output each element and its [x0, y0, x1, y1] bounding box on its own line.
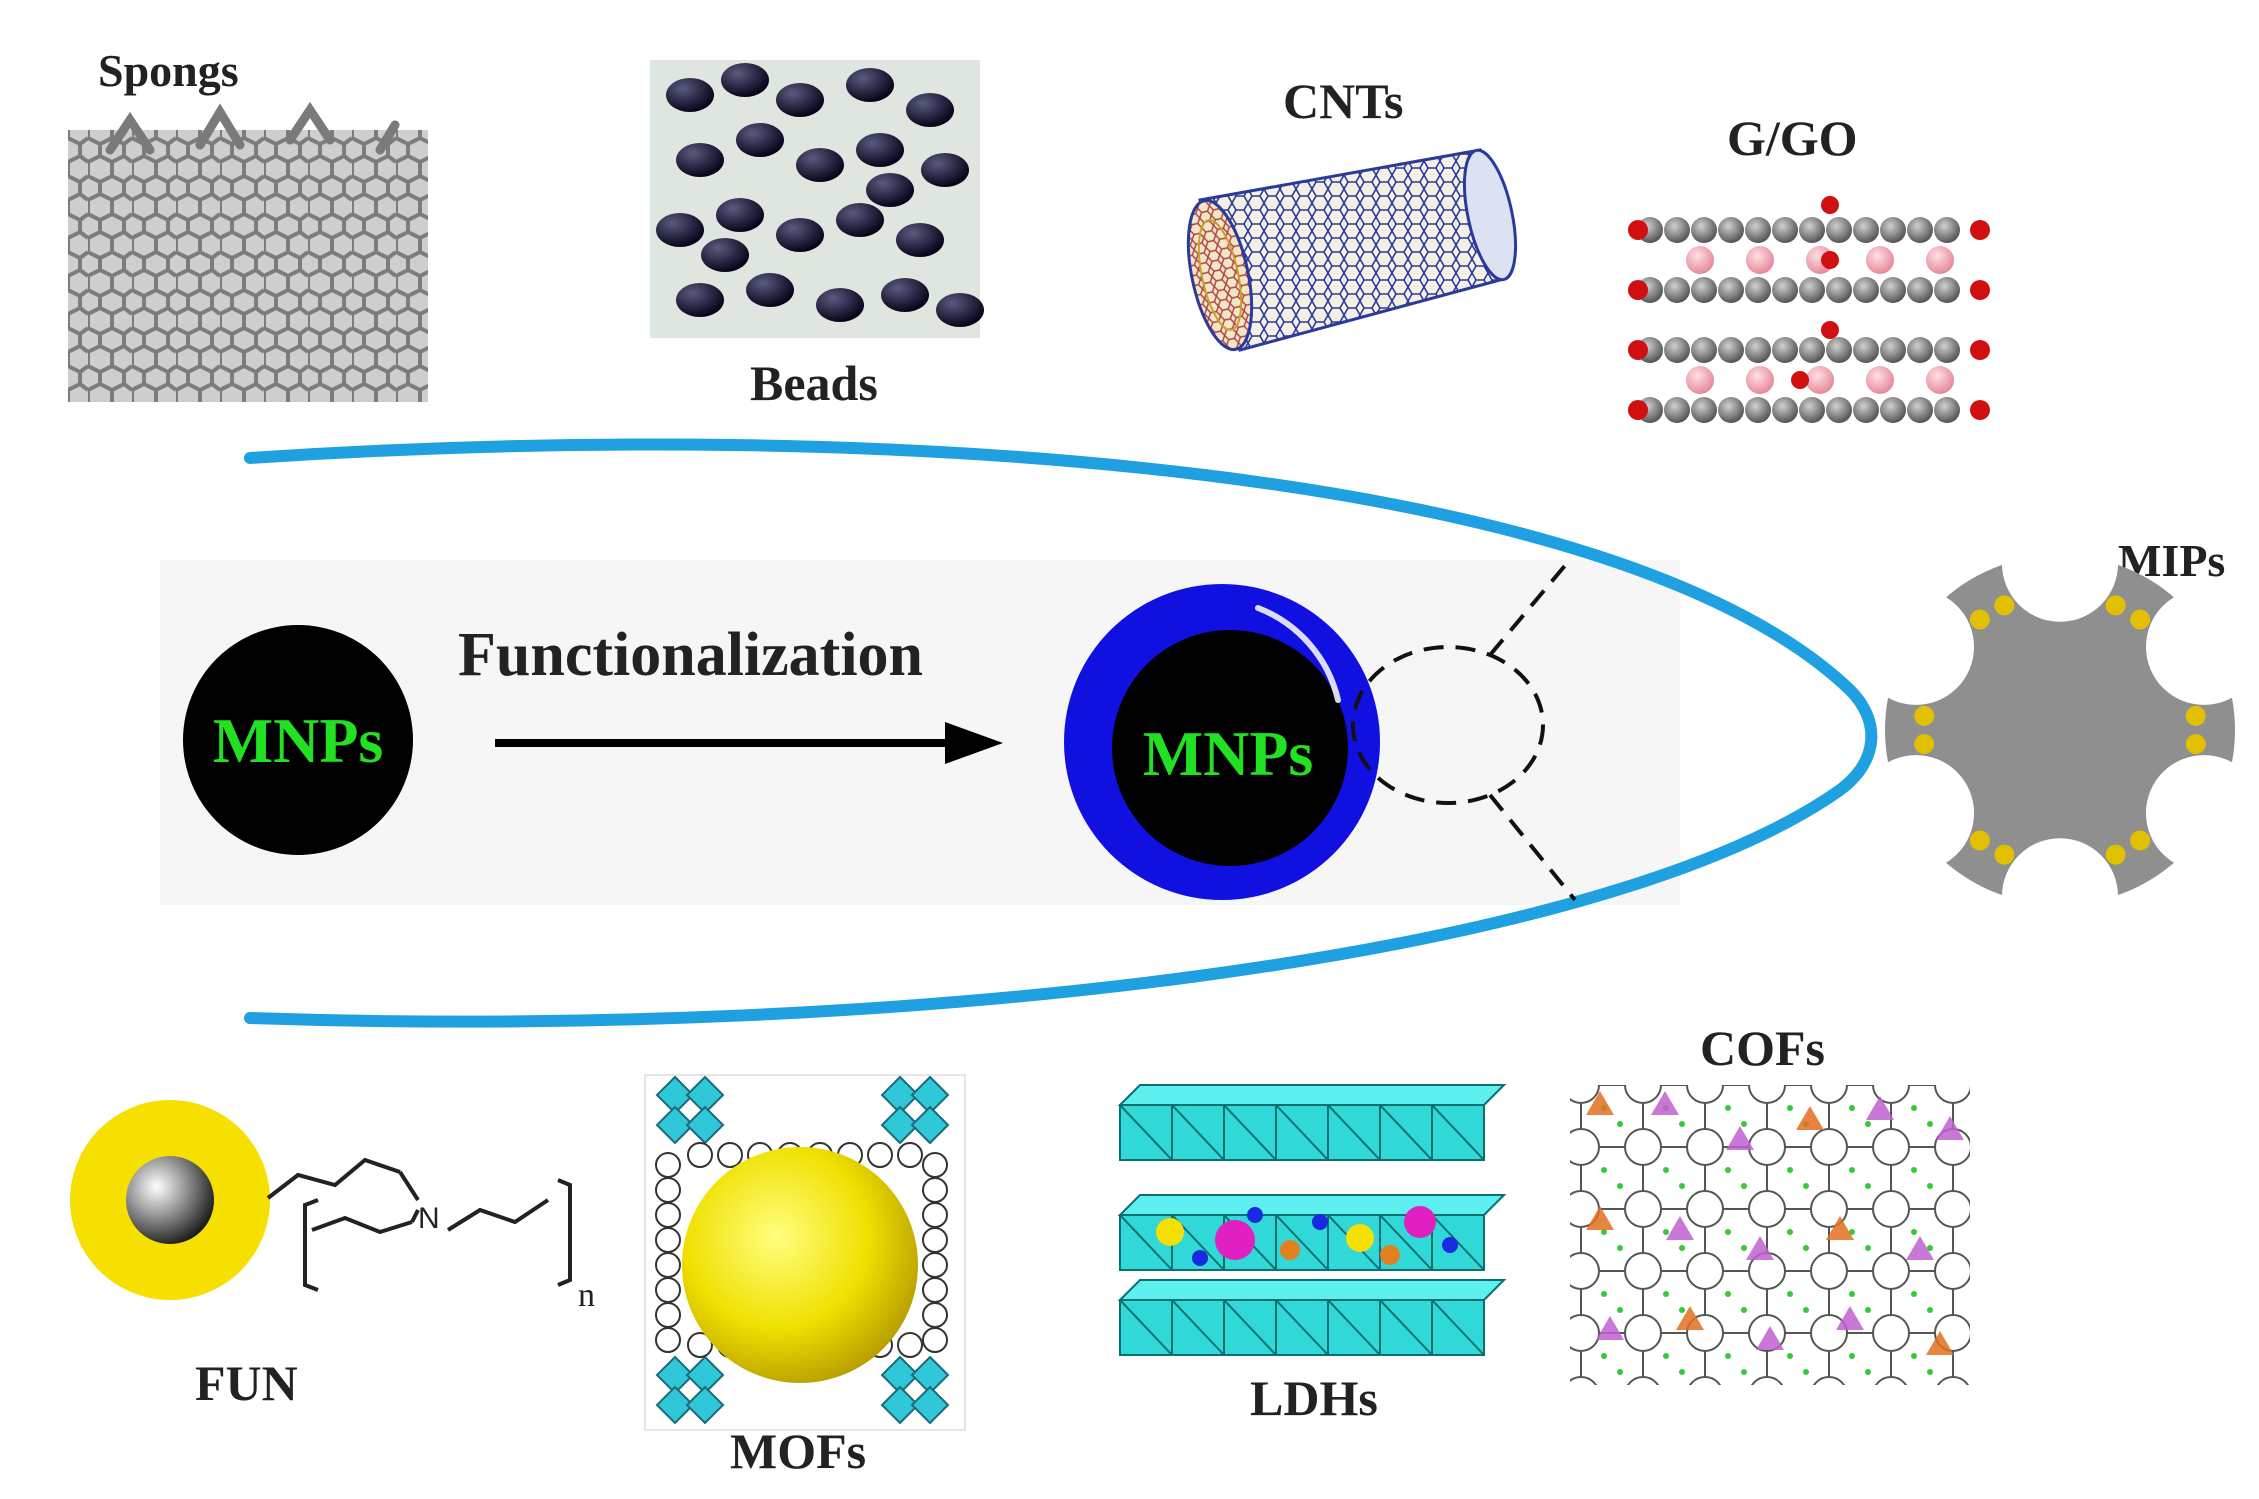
carbon-nanotube — [1177, 146, 1525, 355]
cofs-label: COFs — [1700, 1020, 1825, 1076]
mof-pore-sphere — [682, 1147, 918, 1383]
ggo-item: G/GO — [1615, 110, 2000, 445]
ldhs-label: LDHs — [1250, 1370, 1378, 1426]
nitrogen-atom: N — [418, 1202, 440, 1235]
fun-item: N n FUN — [70, 1100, 595, 1411]
beads-item: Beads — [650, 60, 984, 411]
beads-label: Beads — [750, 355, 878, 411]
fun-core — [126, 1156, 214, 1244]
cofs-item: COFs — [1570, 1020, 1970, 1385]
ldhs-item: LDHs — [1120, 1085, 1504, 1426]
ggo-label: G/GO — [1727, 110, 1858, 166]
cnts-item: CNTs — [1177, 73, 1525, 355]
spongs-label: Spongs — [98, 45, 239, 96]
mnp-left-label: MNPs — [213, 705, 384, 776]
functionalization-label: Functionalization — [458, 621, 923, 689]
mnp-center-label: MNPs — [1143, 718, 1314, 789]
n-subscript: n — [578, 1277, 595, 1314]
cnts-label: CNTs — [1283, 73, 1403, 129]
mofs-item: MOFs — [645, 1075, 965, 1479]
mnp-particle-functionalized: MNPs — [1064, 584, 1380, 900]
mnp-particle-left: MNPs — [183, 625, 413, 855]
mofs-label: MOFs — [730, 1423, 866, 1479]
mips-item: MIPs — [1858, 506, 2259, 955]
layered-double-hydroxide — [1120, 1085, 1504, 1355]
spongs-item: Spongs — [68, 45, 428, 402]
fun-label: FUN — [195, 1355, 298, 1411]
